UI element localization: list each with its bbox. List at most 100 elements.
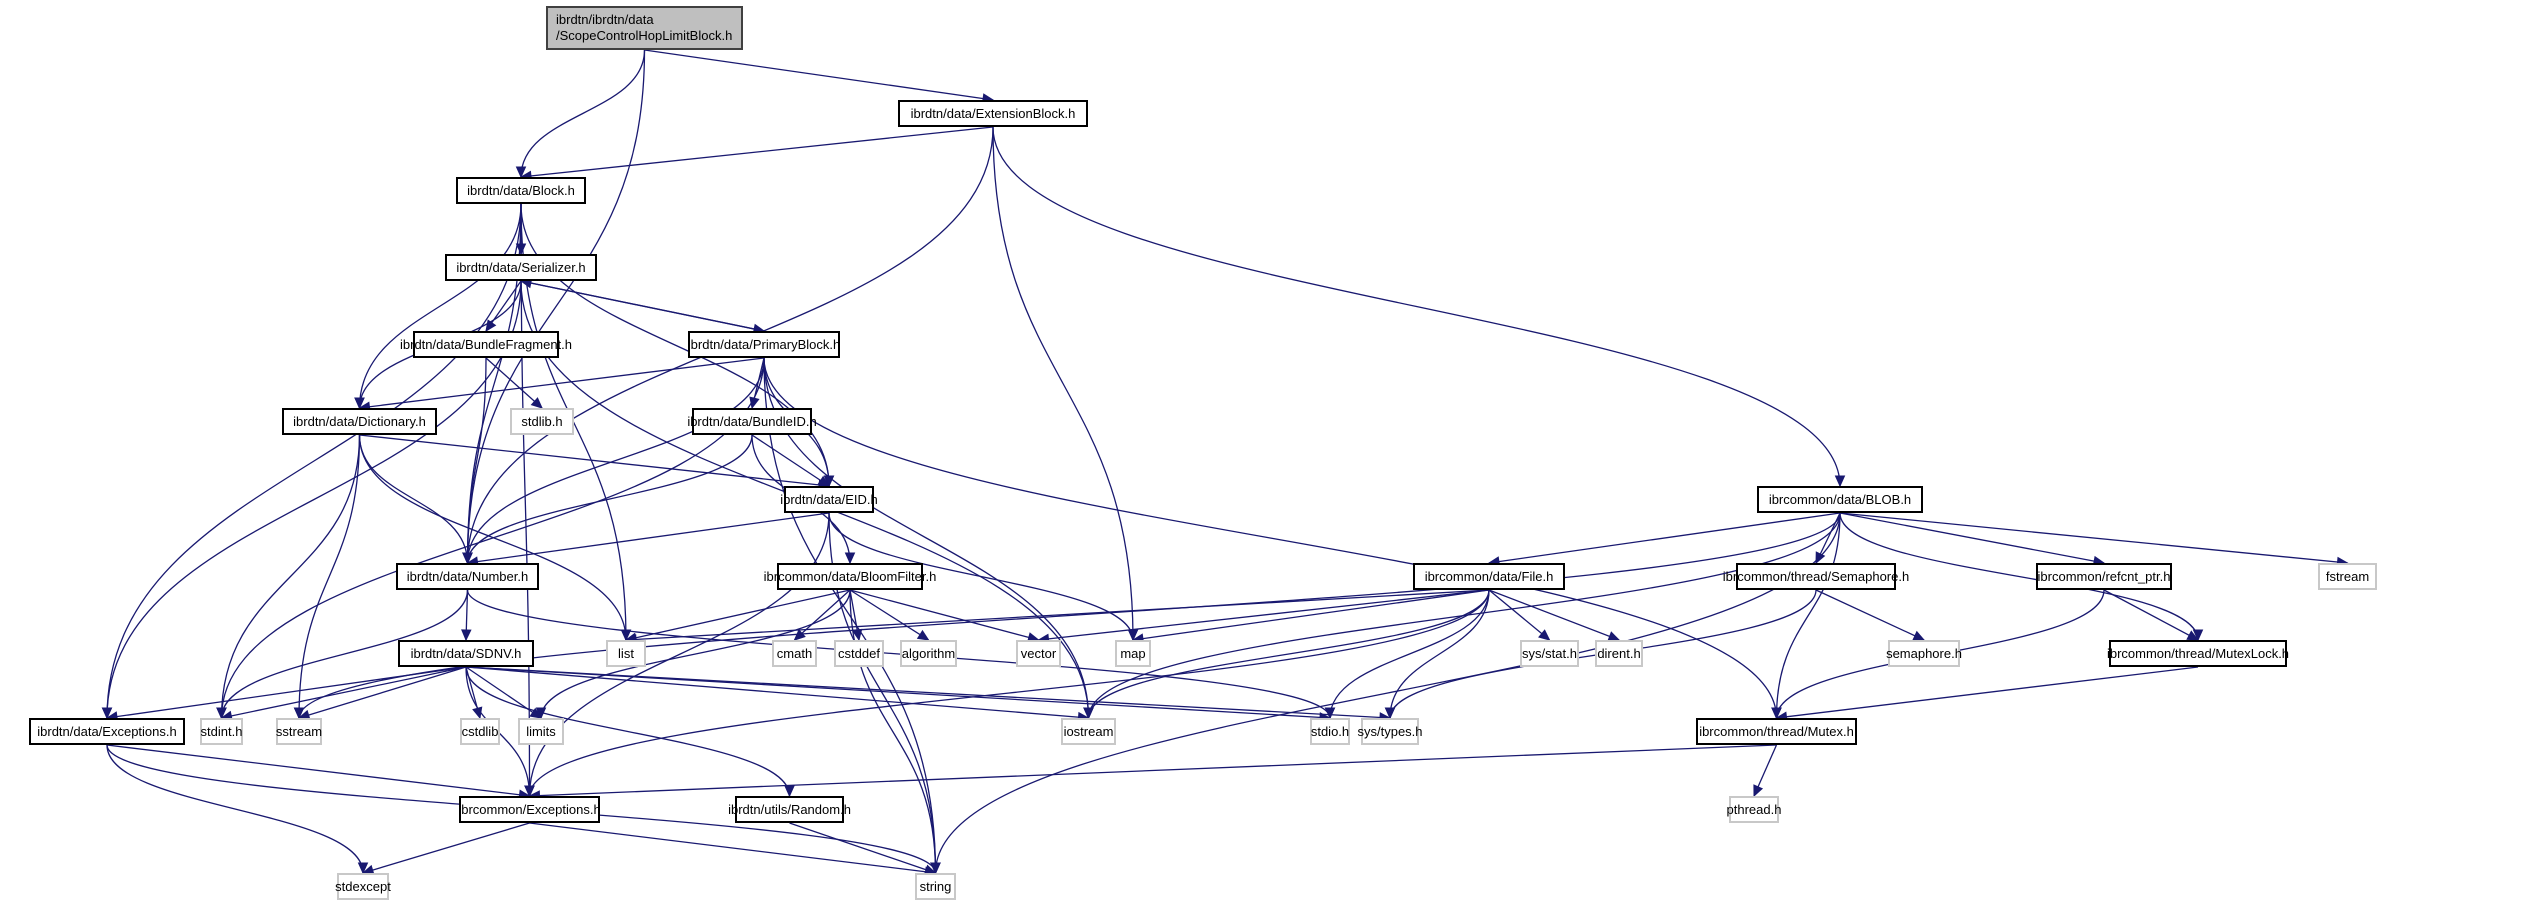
edge-prim-to-num bbox=[466, 357, 765, 564]
edge-dict-to-sstream bbox=[298, 434, 361, 719]
node-number[interactable]: ibrdtn/data/Number.h bbox=[396, 563, 539, 590]
node-stdexcept[interactable]: stdexcept bbox=[335, 873, 391, 900]
node-block[interactable]: ibrdtn/data/Block.h bbox=[456, 177, 586, 204]
node-cstdlib[interactable]: cstdlib bbox=[460, 718, 500, 745]
arrowhead-icon bbox=[844, 552, 856, 565]
arrowhead-icon bbox=[930, 862, 941, 875]
edge-file-to-sysstat bbox=[1488, 589, 1550, 641]
node-serializer[interactable]: ibrdtn/data/Serializer.h bbox=[445, 254, 597, 281]
node-vector[interactable]: vector bbox=[1016, 640, 1061, 667]
arrowhead-icon bbox=[1834, 475, 1846, 488]
arrowhead-icon bbox=[101, 707, 113, 720]
arrowhead-icon bbox=[1753, 784, 1764, 798]
edge-eid-to-map bbox=[828, 512, 1134, 641]
edge-cexc-to-stdexcept bbox=[362, 822, 530, 874]
node-semaphore[interactable]: ibrcommon/thread/Semaphore.h bbox=[1723, 563, 1909, 590]
edge-cexc-to-string bbox=[529, 822, 936, 874]
arrowhead-icon bbox=[293, 707, 305, 720]
arrowhead-icon bbox=[784, 785, 795, 798]
node-file[interactable]: ibrcommon/data/File.h bbox=[1413, 563, 1565, 590]
node-refcnt-ptr[interactable]: ibrcommon/refcnt_ptr.h bbox=[2036, 563, 2172, 590]
node-algorithm[interactable]: algorithm bbox=[900, 640, 957, 667]
node-semaphore-h[interactable]: semaphore.h bbox=[1886, 640, 1962, 667]
edge-sdnv-to-systypes bbox=[465, 666, 1391, 719]
edge-num-to-stdint bbox=[220, 589, 469, 719]
node-pthread-h[interactable]: pthread.h bbox=[1727, 796, 1781, 823]
edge-file-to-list bbox=[625, 589, 1490, 641]
node-bundle-fragment[interactable]: ibrdtn/data/BundleFragment.h bbox=[400, 331, 572, 358]
node-bundle-id[interactable]: ibrdtn/data/BundleID.h bbox=[687, 408, 817, 435]
edge-dexc-to-cexc bbox=[106, 744, 530, 797]
node-stdio-h[interactable]: stdio.h bbox=[1310, 718, 1350, 745]
arrowhead-icon bbox=[620, 629, 632, 642]
node-fstream[interactable]: fstream bbox=[2318, 563, 2377, 590]
node-mutex-lock[interactable]: ibrcommon/thread/MutexLock.h bbox=[2107, 640, 2289, 667]
arrowhead-icon bbox=[530, 397, 543, 409]
edge-sema-to-semah bbox=[1815, 589, 1925, 641]
edge-sdnv-to-dexc bbox=[106, 666, 467, 719]
node-random[interactable]: ibrdtn/utils/Random.h bbox=[728, 796, 851, 823]
edge-bloom-to-string bbox=[849, 589, 937, 874]
arrowhead-icon bbox=[817, 475, 831, 487]
node-sys-stat-h[interactable]: sys/stat.h bbox=[1520, 640, 1579, 667]
arrowhead-icon bbox=[1324, 707, 1336, 720]
node-iostream[interactable]: iostream bbox=[1061, 718, 1116, 745]
edge-block-to-dexc bbox=[106, 203, 522, 719]
edge-root-to-num bbox=[466, 49, 646, 564]
edge-bid-to-num bbox=[466, 434, 753, 564]
edge-file-to-vector bbox=[1038, 589, 1490, 641]
edge-root-to-ext bbox=[644, 49, 994, 101]
edge-ext-to-blob bbox=[992, 126, 1841, 487]
node-limits[interactable]: limits bbox=[518, 718, 564, 745]
arrowhead-icon bbox=[524, 785, 535, 798]
node-cstddef[interactable]: cstddef bbox=[834, 640, 884, 667]
node-dirent-h[interactable]: dirent.h bbox=[1595, 640, 1643, 667]
node-sstream[interactable]: sstream bbox=[276, 718, 322, 745]
edge-bloom-to-list bbox=[625, 589, 851, 641]
node-eid[interactable]: ibrdtn/data/EID.h bbox=[780, 486, 878, 513]
edge-file-to-systypes bbox=[1389, 589, 1490, 719]
node-extension-block[interactable]: ibrdtn/data/ExtensionBlock.h bbox=[898, 100, 1088, 127]
arrowhead-icon bbox=[461, 629, 472, 642]
node-mutex[interactable]: ibrcommon/thread/Mutex.h bbox=[1696, 718, 1857, 745]
node-cmath[interactable]: cmath bbox=[772, 640, 817, 667]
node-stdint-h[interactable]: stdint.h bbox=[200, 718, 243, 745]
node-bloom-filter[interactable]: ibrcommon/data/BloomFilter.h bbox=[764, 563, 936, 590]
edge-prim-to-mutex bbox=[763, 357, 1778, 719]
node-ibrcommon-exceptions[interactable]: ibrcommon/Exceptions.h bbox=[458, 796, 601, 823]
node-blob[interactable]: ibrcommon/data/BLOB.h bbox=[1757, 486, 1923, 513]
edge-bloom-to-algorithm bbox=[849, 589, 929, 641]
node-sdnv[interactable]: ibrdtn/data/SDNV.h bbox=[398, 640, 534, 667]
node-primary-block[interactable]: ibrdtn/data/PrimaryBlock.h bbox=[688, 331, 840, 358]
edge-blob-to-string bbox=[934, 512, 1841, 874]
edge-dict-to-stdint bbox=[220, 434, 361, 719]
arrowhead-icon bbox=[357, 862, 369, 875]
node-dictionary[interactable]: ibrdtn/data/Dictionary.h bbox=[282, 408, 437, 435]
edge-file-to-cexc bbox=[528, 589, 1490, 797]
edge-block-to-cexc bbox=[520, 203, 531, 797]
edge-blob-to-refcnt bbox=[1839, 512, 2105, 564]
arrowhead-icon bbox=[216, 707, 227, 720]
node-ibrdtn-exceptions[interactable]: ibrdtn/data/Exceptions.h bbox=[29, 718, 185, 745]
edge-root-to-block bbox=[520, 49, 646, 178]
node-sys-types-h[interactable]: sys/types.h bbox=[1357, 718, 1423, 745]
arrowhead-icon bbox=[354, 397, 365, 410]
arrowhead-icon bbox=[2192, 629, 2204, 642]
edge-frag-to-num bbox=[466, 357, 487, 564]
node-map[interactable]: map bbox=[1115, 640, 1151, 667]
edge-prim-to-dict bbox=[359, 357, 765, 409]
node-stdlib-h[interactable]: stdlib.h bbox=[510, 408, 574, 435]
node-root[interactable]: ibrdtn/ibrdtn/data /ScopeControlHopLimit… bbox=[546, 6, 743, 50]
edge-bid-to-eid bbox=[751, 434, 830, 487]
edge-prim-to-ser bbox=[520, 280, 765, 332]
edge-dict-to-num bbox=[358, 434, 469, 564]
edge-sdnv-to-sstream bbox=[298, 666, 467, 719]
edge-file-to-dirent bbox=[1488, 589, 1620, 641]
arrowhead-icon bbox=[529, 707, 543, 719]
edge-sdnv-to-iostream bbox=[465, 666, 1089, 719]
edge-block-to-dict bbox=[358, 203, 522, 409]
node-list[interactable]: list bbox=[606, 640, 646, 667]
arrowhead-icon bbox=[515, 166, 527, 179]
node-string[interactable]: string bbox=[915, 873, 956, 900]
